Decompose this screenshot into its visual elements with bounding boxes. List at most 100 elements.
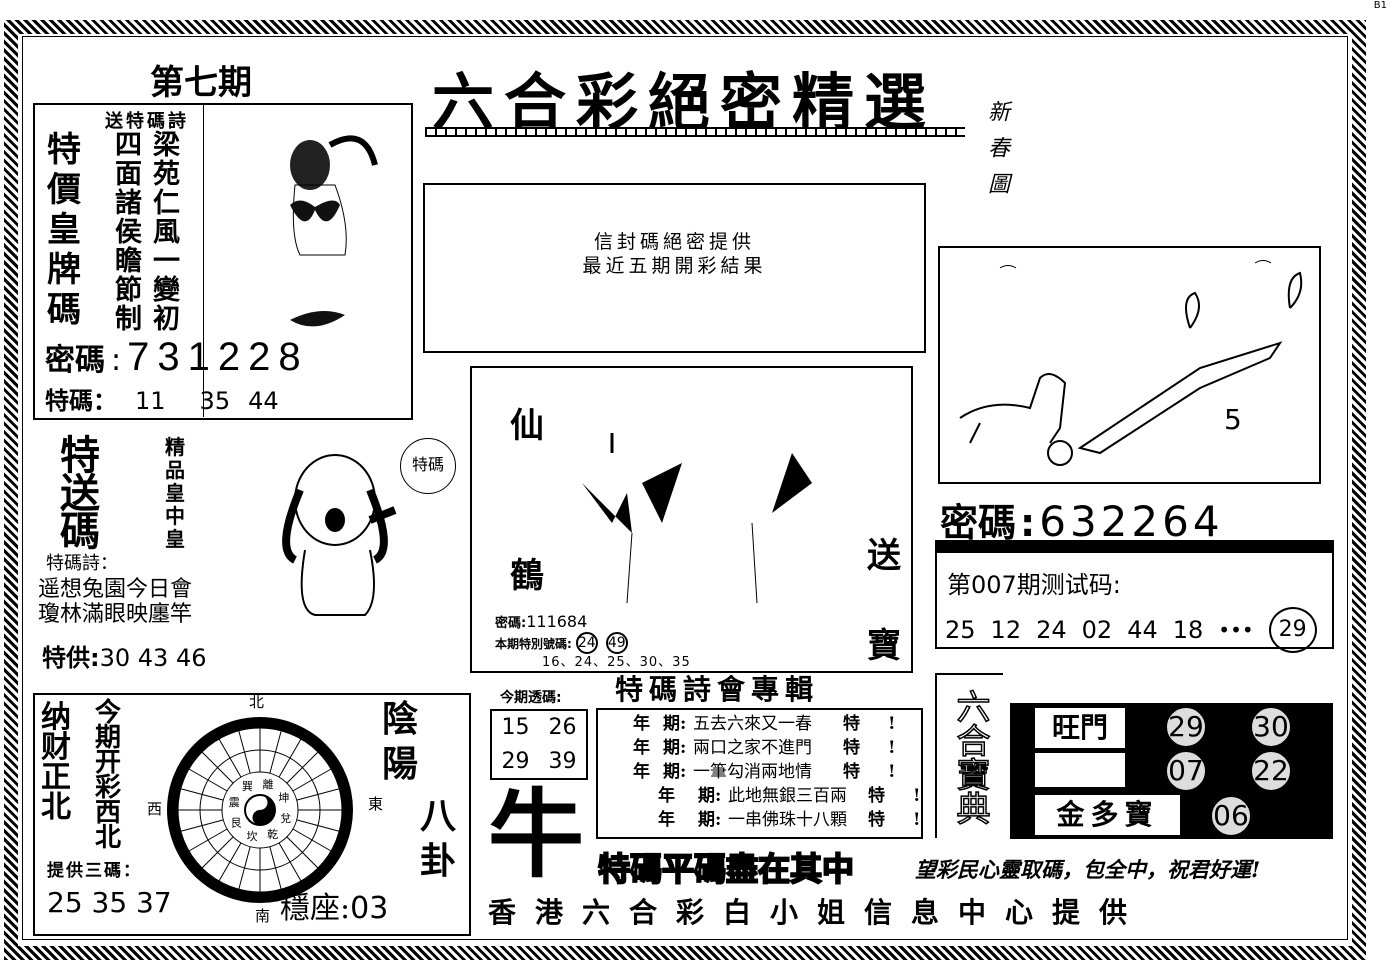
dog-tree-image [959,260,1303,466]
crane-special: 本期特別號碼: 24 49 [495,632,628,654]
gold-panel: 旺門 金多寶 29 30 07 22 06 [1010,703,1333,839]
trigram-label: 坤 [278,790,289,804]
dog-bubble: 特碼 [400,438,456,494]
gold-ball: 29 [1165,706,1207,748]
gold-ball: 07 [1165,750,1207,792]
poem-year: 年 [658,786,675,806]
trigram-label: 兌 [280,812,291,825]
yang-char: 陽 [382,743,419,785]
trigram-label: 巽 [242,780,253,793]
poem-row: 年 期: 一串佛珠十八顆 特! [598,808,921,832]
eight-char: 八 [420,795,457,837]
side-vertical-text: 新春圖 [984,100,1009,208]
trigram-label: 坎 [247,830,258,843]
trigram-label: 離 [262,777,273,791]
poem-column-2: 梁苑仁風一變初 [153,130,180,335]
trigram-label: 乾 [267,828,278,841]
trigram-char: 卦 [420,840,457,882]
west-label: 西 [147,800,163,818]
corner-label: B1 [1373,0,1387,11]
steady-row: 穩座:03 [280,891,389,926]
provider-text: 香港六合彩白小姐信息中心提供 [488,896,1147,929]
inner-frame [22,36,1348,940]
poem-year: 年 [633,762,650,782]
poem-year: 年 [633,714,650,734]
poem-end: ! [888,762,896,782]
crane-box: 仙 鶴 送 寶 密碼:111684 本期特別號碼: 24 49 16、24、25… [470,366,913,673]
poem-period: 期: [663,738,687,758]
poem-row: 年期: 五去六來又一春 特! [598,712,921,736]
code2-row: 密碼: 632264 [940,497,1224,546]
test-code-title: 第007期测试码: [947,571,1121,599]
meander-divider [425,127,965,137]
poem-period: 期: [663,762,687,782]
crane-code: 密碼:111684 [495,612,588,632]
poem-tag: 特 [843,762,860,782]
gold-ball: 30 [1250,706,1292,748]
provide-label: 提供三碼： [47,861,142,881]
gold-ball: 06 [1210,795,1252,837]
gold-label: 旺門 [1035,708,1125,748]
poem-text: 一串佛珠十八顆 [728,810,847,830]
poem-period: 期: [663,714,687,734]
issue-label: 第七期 [150,63,252,103]
page-title: 六合彩絕密精選 [432,66,937,139]
crane-char: 送 [867,536,901,576]
poem-end: ! [888,714,896,734]
yin-char: 陰 [382,698,419,740]
code-value: 731228 [127,335,309,379]
wish-text: 望彩民心靈取碼，包全中，祝君好運! [915,857,1261,882]
poem-text: 一筆勾消兩地情 [693,762,812,782]
south-label: 南 [255,907,271,925]
poem-text: 兩口之家不進門 [693,738,812,758]
dog-supply: 特供:30 43 46 [42,644,207,672]
trigram-label: 震 [229,796,240,809]
poem-club-box: 年期:五去六來又一春特!年期:兩口之家不進門特!年期:一筆勾消兩地情特!年期:此… [596,708,923,839]
envelope-box: 信封碼絕密提供 最近五期開彩結果 [423,183,926,353]
poem-tag: 特 [868,786,885,806]
dog-image [282,454,397,616]
poem-end: ! [888,738,896,758]
poem-club-title: 特碼詩會專輯 [615,673,820,706]
box-header: 送特碼詩 [105,111,189,132]
poem-row: 年期: 一筆勾消兩地情 特! [598,760,921,784]
slogan: 特碼平碼盡在其中 [597,849,855,889]
poem-text: 此地無銀三百兩 [728,786,847,806]
poem-tag: 特 [843,738,860,758]
special-send-small: 精品皇中皇 [165,435,185,551]
poem-period: 期: [698,786,722,806]
crane-char: 仙 [510,406,544,446]
dog-poem-label: 特碼詩： [46,553,118,574]
reveal-title: 今期透碼: [500,690,562,706]
poem-tag: 特 [868,810,885,830]
envelope-line-2: 最近五期開彩結果 [582,255,767,277]
poem-row: 年期:兩口之家不進門特! [598,736,921,760]
special-send-big: 特送碼 [60,432,100,555]
poem-tag: 特 [843,714,860,734]
east-label: 東 [368,795,384,813]
bikini-woman-image [290,135,378,327]
left-chars: 特價皇牌碼 [47,130,81,330]
poem-text: 五去六來又一春 [693,714,812,734]
code2-value: 632264 [1039,497,1224,546]
yin-yang-icon [252,795,275,825]
gold-ball: 22 [1250,750,1292,792]
picture-number: 5 [1224,403,1242,436]
bagua-box: 纳财正北 今期开彩西北 提供三碼： 25 35 37 離坤兌乾坎艮震巽 北 南 … [33,693,471,936]
gold-label: 金多寶 [1035,795,1180,835]
poem-period: 期: [698,810,722,830]
envelope-line-1: 信封碼絕密提供 [593,231,755,253]
poem-column-1: 四面諸侯瞻節制 [115,130,142,335]
poem-end: ! [913,786,921,806]
cranes-image [582,433,812,604]
gold-logo: 六合寶典 [935,673,1003,838]
poem-row: 年 期: 此地無銀三百兩 特! [598,784,921,808]
trigram-label: 艮 [231,817,242,830]
draw-direction: 今期开彩西北 [95,698,122,853]
code-row: 密碼: 731228 [45,335,309,379]
poem-year: 年 [658,810,675,830]
poem-end: ! [913,810,921,830]
